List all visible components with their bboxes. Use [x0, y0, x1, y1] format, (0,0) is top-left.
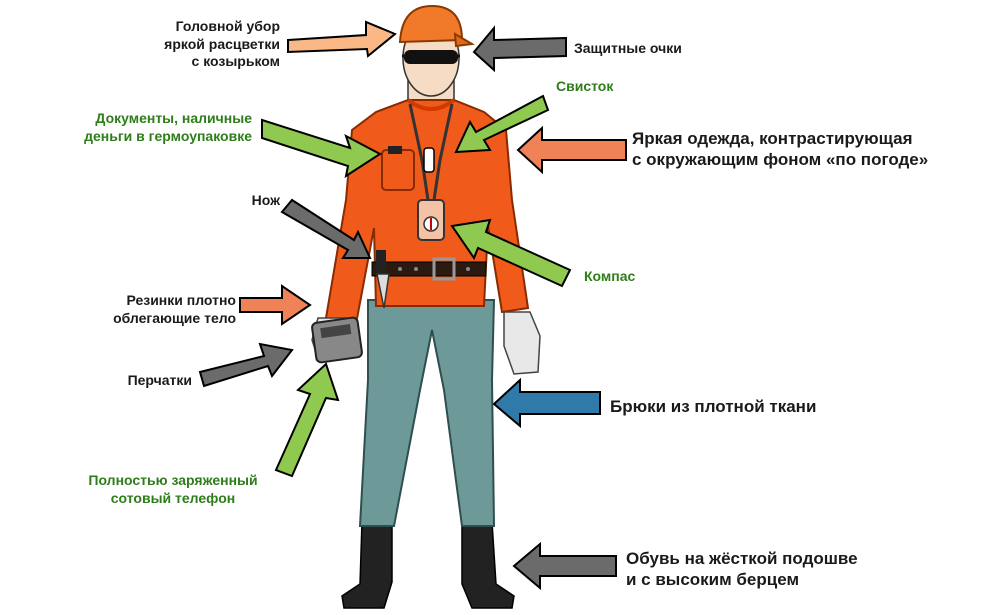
arrow-boots	[512, 541, 617, 591]
arrow-clothing	[516, 125, 627, 175]
cap	[398, 4, 476, 48]
label-headwear: Головной убор яркой расцветки с козырько…	[164, 18, 280, 69]
arrow-trousers	[492, 377, 601, 429]
label-documents: Документы, наличные деньги в гермоупаков…	[84, 110, 252, 144]
label-trousers: Брюки из плотной ткани	[610, 397, 817, 416]
label-goggles: Защитные очки	[574, 40, 682, 56]
compass	[417, 199, 445, 241]
lanyard	[408, 103, 454, 201]
label-boots: Обувь на жёсткой подошве и с высоким бер…	[626, 549, 858, 590]
boots	[341, 521, 515, 609]
phone	[311, 316, 363, 364]
belt	[371, 257, 487, 281]
label-knife: Нож	[251, 192, 280, 208]
whistle	[423, 147, 435, 173]
knife	[376, 250, 390, 309]
arrow-whistle	[454, 94, 550, 154]
goggles	[402, 50, 460, 64]
glove-right	[503, 311, 541, 375]
arrow-compass	[450, 218, 572, 288]
label-gloves: Перчатки	[127, 372, 192, 388]
label-phone: Полностью заряженный сотовый телефон	[88, 472, 258, 506]
trousers	[358, 299, 496, 527]
label-elastic: Резинки плотно облегающие тело	[113, 292, 236, 326]
label-clothing: Яркая одежда, контрастирующая с окружающ…	[632, 129, 929, 170]
arrow-headwear	[287, 20, 397, 58]
arrow-knife	[280, 198, 372, 259]
arrow-documents	[261, 118, 382, 179]
arrow-phone	[274, 362, 340, 478]
arrows	[198, 20, 627, 591]
arrow-elastic	[239, 284, 312, 326]
arrow-gloves	[198, 342, 294, 388]
shirt-collar	[406, 98, 456, 111]
arrow-goggles	[472, 25, 567, 73]
label-compass: Компас	[584, 268, 636, 284]
label-whistle: Свисток	[556, 78, 614, 94]
